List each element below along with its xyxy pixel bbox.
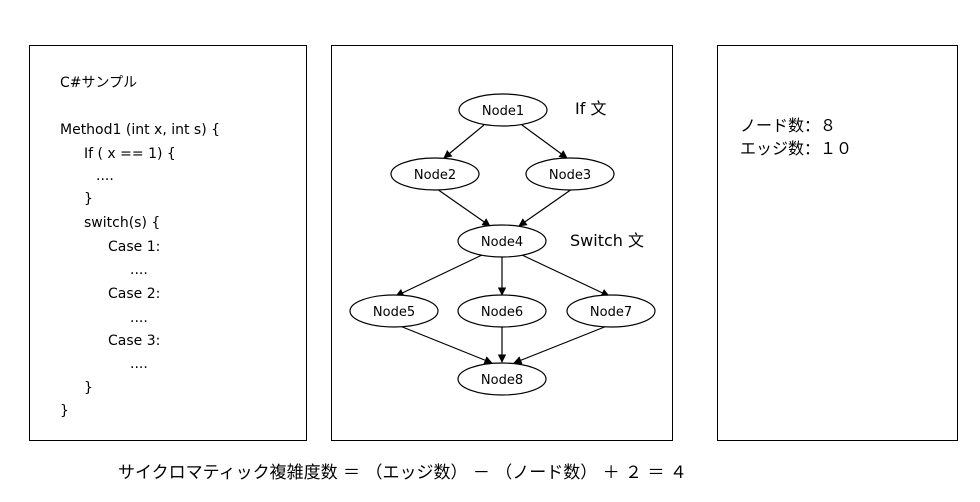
code-line: ....	[130, 356, 148, 372]
code-line: switch(s) {	[84, 215, 161, 231]
edge-node5-node8	[399, 325, 493, 365]
complexity-formula: サイクロマティック複雑度数 ＝ （エッジ数） － （ノード数） ＋ ２ ＝ ４	[118, 463, 687, 483]
edge-node7-node8	[513, 325, 608, 365]
control-flow-graph-panel: Node1 Node2 Node3 Node4 Node5 Node6 Node…	[331, 45, 673, 441]
stats-panel: ノード数：８ エッジ数：１０	[717, 45, 958, 441]
node-4: Node4	[457, 224, 547, 258]
code-line: }	[84, 191, 93, 207]
node-label: Node7	[590, 305, 632, 320]
node-7: Node7	[566, 294, 656, 328]
node-6: Node6	[457, 294, 547, 328]
edge-node4-node7	[521, 254, 610, 297]
node-2: Node2	[390, 157, 480, 191]
edge-node3-node4	[518, 188, 573, 227]
node-count: ノード数：８	[740, 116, 837, 135]
code-line: Case 1:	[108, 239, 161, 255]
switch-label: Switch 文	[570, 231, 644, 250]
code-line: Method1 (int x, int s) {	[60, 122, 221, 138]
node-8: Node8	[457, 362, 547, 396]
code-panel: C#サンプル Method1 (int x, int s) { If ( x =…	[29, 45, 307, 441]
code-line: Case 2:	[108, 286, 161, 302]
edge-node4-node5	[395, 254, 483, 297]
code-line: ....	[130, 262, 148, 278]
edge-node2-node4	[436, 188, 491, 227]
node-label: Node1	[482, 104, 524, 119]
node-1: Node1	[458, 93, 548, 127]
node-label: Node3	[549, 168, 591, 183]
node-label: Node5	[373, 305, 415, 320]
edge-node1-node2	[443, 124, 485, 159]
code-line: Case 3:	[108, 333, 161, 349]
code-line: ....	[96, 168, 114, 184]
edge-count: エッジ数：１０	[740, 139, 853, 158]
code-line: ....	[130, 310, 148, 326]
node-label: Node2	[414, 168, 456, 183]
control-flow-graph: Node1 Node2 Node3 Node4 Node5 Node6 Node…	[349, 93, 656, 396]
node-label: Node6	[481, 305, 523, 320]
node-label: Node8	[481, 373, 523, 388]
code-line: If ( x == 1) {	[84, 146, 176, 162]
code-line: }	[84, 380, 93, 396]
code-line: }	[60, 403, 69, 419]
if-label: If 文	[575, 99, 606, 118]
node-3: Node3	[525, 157, 615, 191]
node-label: Node4	[481, 235, 523, 250]
node-5: Node5	[349, 294, 439, 328]
edge-node1-node3	[521, 124, 568, 159]
code-title: C#サンプル	[60, 75, 138, 91]
